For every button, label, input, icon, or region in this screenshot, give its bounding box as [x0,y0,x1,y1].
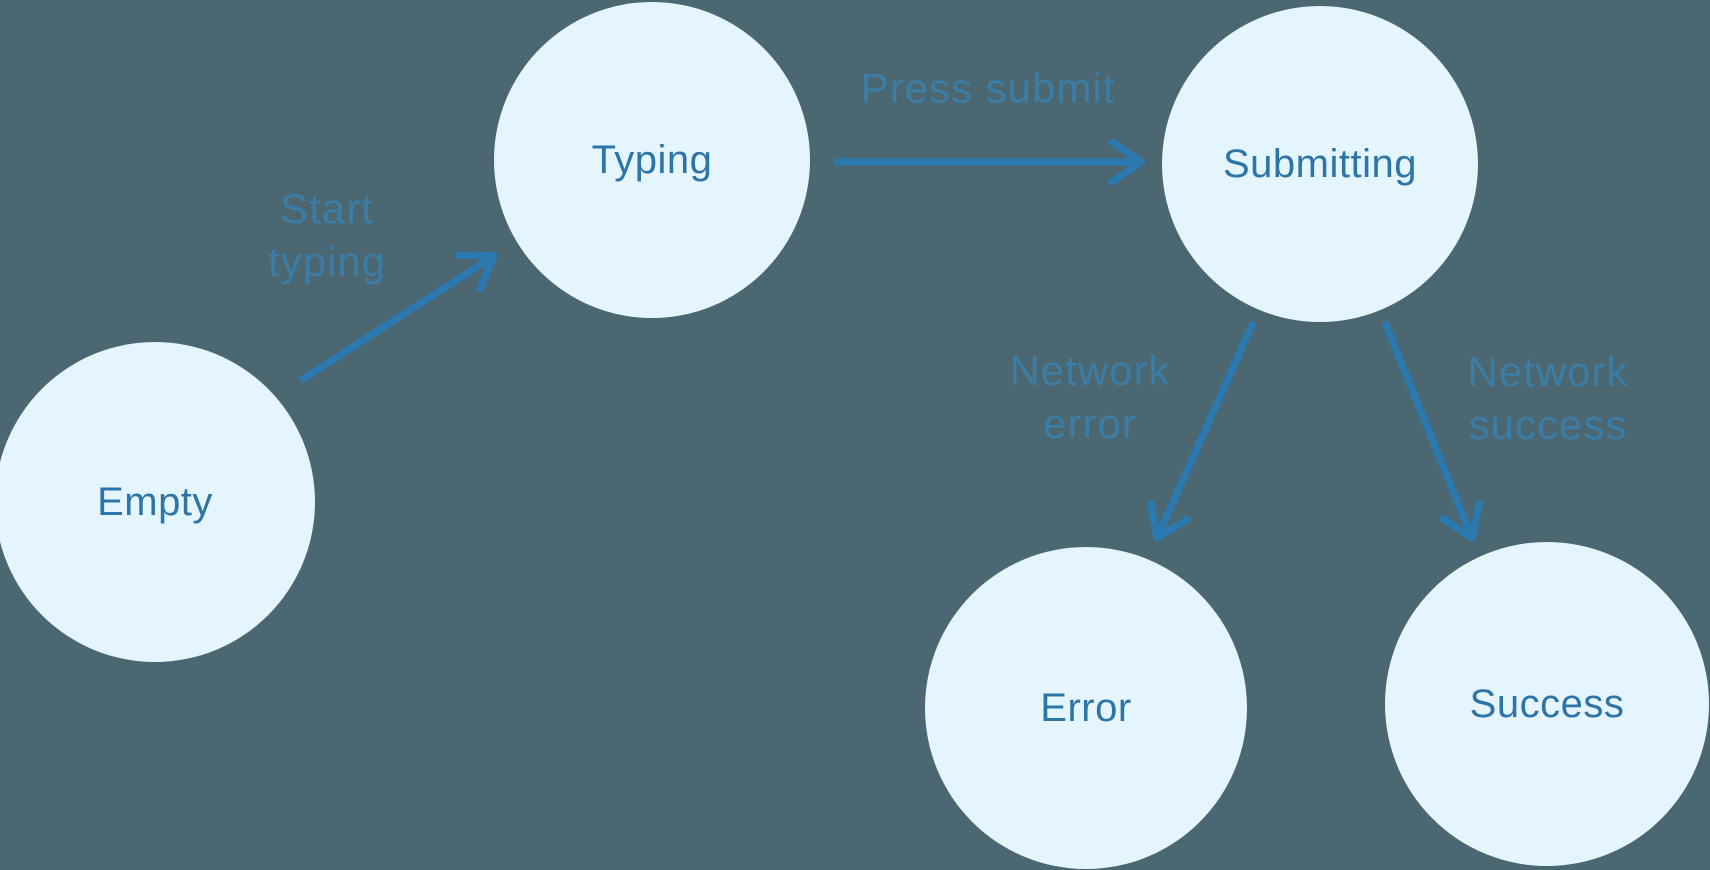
edge-label-start-typing: Start typing [267,185,387,285]
state-node-label-typing: Typing [591,137,713,182]
state-node-label-error: Error [1040,685,1132,730]
edge-arrow-shaft-network-success [1382,321,1475,539]
edge-label-network-error: Network error [1009,347,1171,447]
state-node-label-empty: Empty [97,479,213,524]
state-node-label-submitting: Submitting [1223,141,1417,186]
state-node-label-success: Success [1469,681,1625,726]
state-node-submitting: Submitting [1162,6,1478,322]
edge-arrowhead-network-success [1439,500,1484,542]
edge-arrow-shaft-network-error [1154,321,1256,540]
edge-arrowhead-network-error [1146,499,1191,542]
state-node-empty: Empty [0,342,315,662]
state-node-typing: Typing [494,2,810,318]
edge-arrowhead-start-typing [455,251,498,293]
state-node-success: Success [1385,542,1709,866]
edge-label-network-success: Network success [1467,348,1629,448]
state-node-error: Error [925,547,1247,869]
edge-label-press-submit: Press submit [860,64,1116,112]
edge-arrowhead-press-submit [1108,138,1145,186]
